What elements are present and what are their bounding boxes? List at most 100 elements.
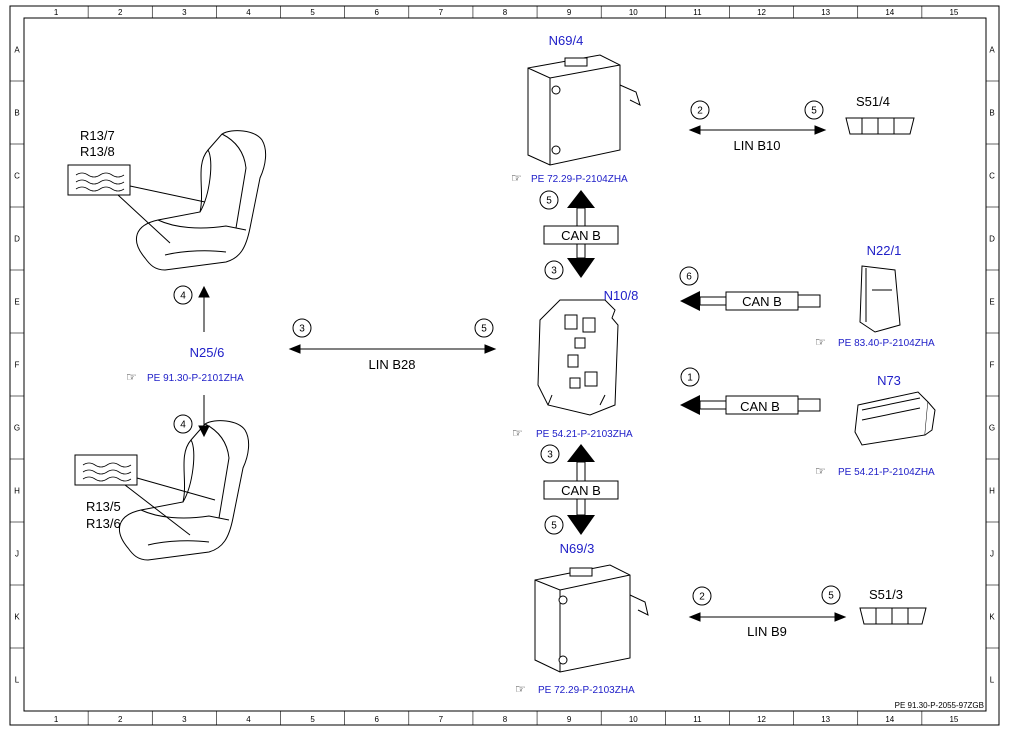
lin-b28-line [288,344,497,354]
n25-6-arrows [198,285,210,438]
grid-col-label: 12 [757,715,766,724]
n22-1-ref: PE 83.40-P-2104ZHA [838,338,935,349]
grid-row-label: H [14,487,20,496]
pin-number: 5 [828,591,834,602]
n10-8-ref: PE 54.21-P-2103ZHA [536,429,633,440]
s51-3-switch [859,607,927,625]
pin-circle: 1 [680,367,700,387]
grid-row-label: A [989,46,995,55]
pin-number: 5 [481,324,487,335]
seat-lower [118,420,250,561]
grid-row-label: L [990,676,995,685]
n69-4-module [527,54,641,166]
can-b-bottom-label: CAN B [561,483,601,498]
grid-col-label: 14 [885,8,894,17]
grid-row-label: C [14,172,20,181]
grid-col-label: 6 [375,8,380,17]
grid-col-label: 7 [439,8,444,17]
n73-ref: PE 54.21-P-2104ZHA [838,467,935,478]
pin-number: 3 [299,324,305,335]
pin-number: 2 [697,106,703,117]
pin-number: 5 [546,196,552,207]
grid-row-label: K [14,613,20,622]
grid-row-label: B [989,109,994,118]
grid-row-label: D [989,235,995,244]
grid-row-label: L [15,676,20,685]
pin-circle: 5 [821,585,841,605]
can-b-n73-label: CAN B [740,399,780,414]
pin-circle: 5 [474,318,494,338]
can-b-top-label: CAN B [561,228,601,243]
pin-circle: 5 [539,190,559,210]
heater-mat-upper [67,164,206,244]
n25-6-label: N25/6 [190,345,225,360]
r13-5-label: R13/5 [86,499,121,514]
can-b-n22-label: CAN B [742,294,782,309]
hand-pointer-icon: ☞ [515,682,526,696]
hand-pointer-icon: ☞ [815,335,826,349]
s51-3-label: S51/3 [869,587,903,602]
lin-b10-line [688,125,827,135]
pin-number: 3 [547,450,553,461]
n69-3-module [534,564,649,673]
can-b-n73-link [680,395,821,415]
hand-pointer-icon: ☞ [512,426,523,440]
n22-1-label: N22/1 [867,243,902,258]
grid-row-label: C [989,172,995,181]
n10-8-label: N10/8 [604,288,639,303]
n25-6-ref: PE 91.30-P-2101ZHA [147,373,244,384]
grid-col-label: 8 [503,8,508,17]
grid-row-label: E [14,298,19,307]
grid-col-label: 3 [182,8,187,17]
can-b-n22-link [680,291,821,311]
grid-row-label: A [14,46,20,55]
n73-label: N73 [877,373,901,388]
pin-number: 6 [686,272,692,283]
pin-number: 2 [699,592,705,603]
grid-row-label: D [14,235,20,244]
grid-col-label: 13 [821,715,830,724]
n69-4-ref: PE 72.29-P-2104ZHA [531,174,628,185]
can-b-bottom-link [543,444,619,535]
grid-col-label: 14 [885,715,894,724]
grid-col-label: 12 [757,8,766,17]
pin-circle: 5 [544,515,564,535]
seat-upper [135,130,267,271]
grid-ruler: 1122334455667788991010111112121313141415… [10,6,999,725]
pin-number: 4 [180,420,186,431]
lin-b9-label: LIN B9 [747,624,787,639]
grid-col-label: 9 [567,8,572,17]
lin-b10-label: LIN B10 [734,138,781,153]
grid-row-label: G [989,424,995,433]
n69-4-label: N69/4 [549,33,584,48]
pin-circle: 2 [690,100,710,120]
heater-mat-lower [74,454,216,536]
grid-col-label: 9 [567,715,572,724]
n69-3-ref: PE 72.29-P-2103ZHA [538,685,635,696]
grid-row-label: J [15,550,19,559]
grid-col-label: 13 [821,8,830,17]
s51-4-label: S51/4 [856,94,890,109]
pin-circle: 4 [173,414,193,434]
grid-col-label: 7 [439,715,444,724]
hand-pointer-icon: ☞ [126,370,137,384]
r13-6-label: R13/6 [86,516,121,531]
grid-col-label: 15 [949,715,958,724]
pin-circle: 2 [692,586,712,606]
pin-circle: 5 [804,100,824,120]
lin-b28-label: LIN B28 [369,357,416,372]
pin-circle: 3 [540,444,560,464]
grid-row-label: K [989,613,995,622]
grid-col-label: 4 [246,8,251,17]
inner-frame [23,17,987,712]
r13-8-label: R13/8 [80,144,115,159]
pin-number: 3 [551,266,557,277]
n73-module [854,391,936,446]
grid-col-label: 10 [629,8,638,17]
grid-row-label: E [989,298,994,307]
lin-b9-line [688,612,847,622]
grid-col-label: 11 [693,8,702,17]
hand-pointer-icon: ☞ [815,464,826,478]
